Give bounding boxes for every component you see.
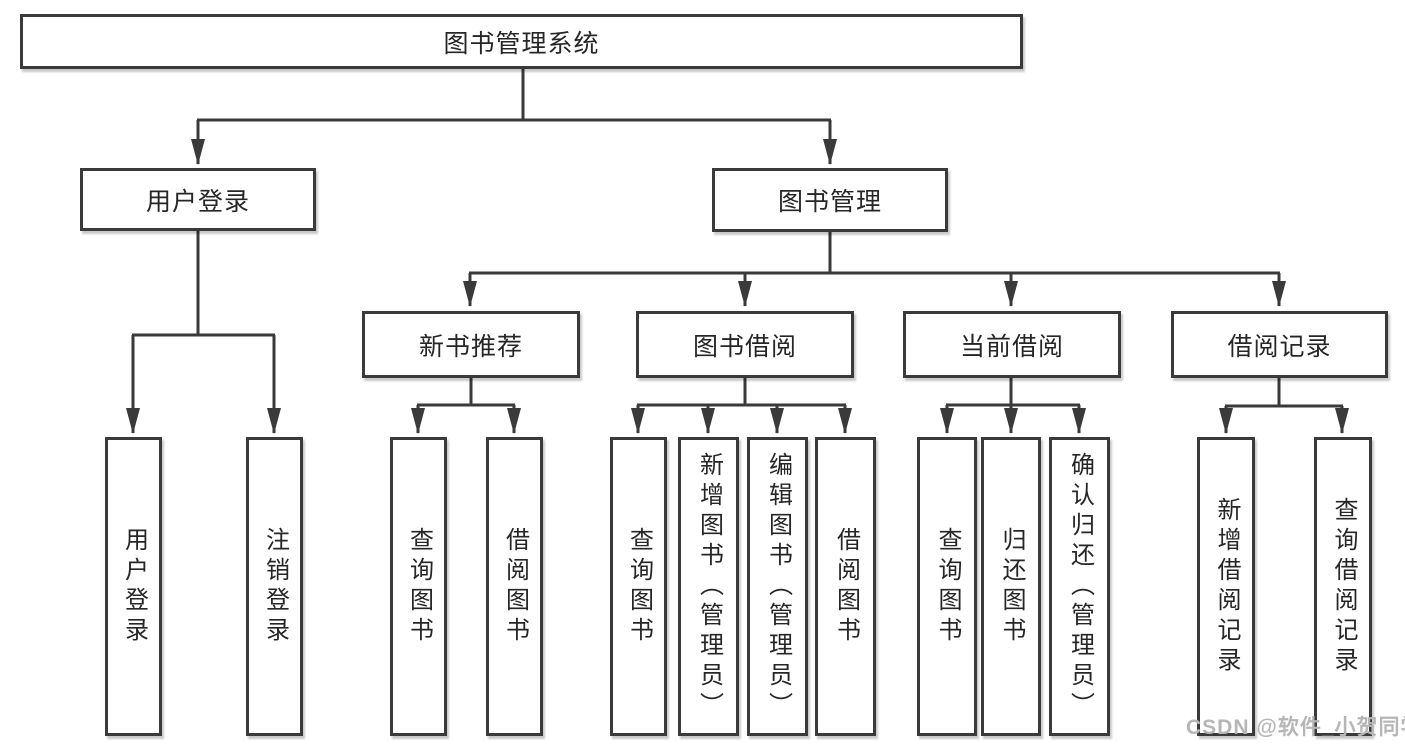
leaf-bb-borrow-book: 借阅图书 — [815, 437, 876, 736]
node-root: 图书管理系统 — [20, 14, 1023, 69]
leaf-cb-query-book: 查询图书 — [917, 437, 977, 736]
leaf-cb-return-book: 归还图书 — [981, 437, 1041, 736]
node-book-borrow: 图书借阅 — [636, 311, 854, 378]
leaf-bb-edit-book: 编辑图书（管理员） — [747, 437, 808, 736]
leaf-nb-borrow-book: 借阅图书 — [486, 437, 543, 736]
node-user-login-group: 用户登录 — [80, 168, 316, 231]
leaf-nb-query-book-label: 查询图书 — [405, 526, 433, 647]
leaf-bb-add-book: 新增图书（管理员） — [678, 437, 739, 736]
node-book-borrow-label: 图书借阅 — [692, 332, 797, 361]
node-borrow-records: 借阅记录 — [1171, 311, 1388, 378]
node-current-borrow-label: 当前借阅 — [959, 332, 1064, 361]
node-current-borrow: 当前借阅 — [903, 311, 1121, 378]
leaf-user-login: 用户登录 — [105, 437, 162, 736]
node-new-book-rec-label: 新书推荐 — [418, 332, 523, 361]
node-root-label: 图书管理系统 — [443, 29, 600, 58]
leaf-cb-return-book-label: 归还图书 — [998, 526, 1025, 647]
leaf-bb-borrow-book-label: 借阅图书 — [832, 526, 860, 647]
node-borrow-records-label: 借阅记录 — [1227, 332, 1332, 361]
leaf-br-query-record: 查询借阅记录 — [1314, 437, 1372, 736]
leaf-br-add-record-label: 新增借阅记录 — [1213, 496, 1240, 677]
node-book-mgmt-group: 图书管理 — [712, 168, 948, 232]
leaf-br-query-record-label: 查询借阅记录 — [1330, 496, 1357, 677]
leaf-user-login-label: 用户登录 — [120, 526, 148, 647]
leaf-nb-borrow-book-label: 借阅图书 — [501, 526, 529, 647]
leaf-cb-confirm-return: 确认归还（管理员） — [1049, 437, 1110, 736]
leaf-cb-query-book-label: 查询图书 — [934, 526, 961, 647]
leaf-bb-add-book-label: 新增图书（管理员） — [695, 451, 723, 722]
leaf-cb-confirm-return-label: 确认归还（管理员） — [1066, 451, 1094, 722]
leaf-logout: 注销登录 — [246, 437, 303, 736]
leaf-br-add-record: 新增借阅记录 — [1197, 437, 1255, 736]
node-new-book-rec: 新书推荐 — [362, 311, 580, 378]
node-book-mgmt-group-label: 图书管理 — [777, 188, 882, 216]
leaf-bb-query-book: 查询图书 — [610, 437, 667, 736]
leaf-bb-query-book-label: 查询图书 — [625, 526, 653, 647]
csdn-watermark: CSDN @软件_小贺同学 — [1186, 716, 1405, 739]
leaf-bb-edit-book-label: 编辑图书（管理员） — [764, 451, 792, 722]
leaf-logout-label: 注销登录 — [261, 526, 289, 647]
node-user-login-group-label: 用户登录 — [145, 187, 250, 216]
leaf-nb-query-book: 查询图书 — [390, 437, 447, 736]
